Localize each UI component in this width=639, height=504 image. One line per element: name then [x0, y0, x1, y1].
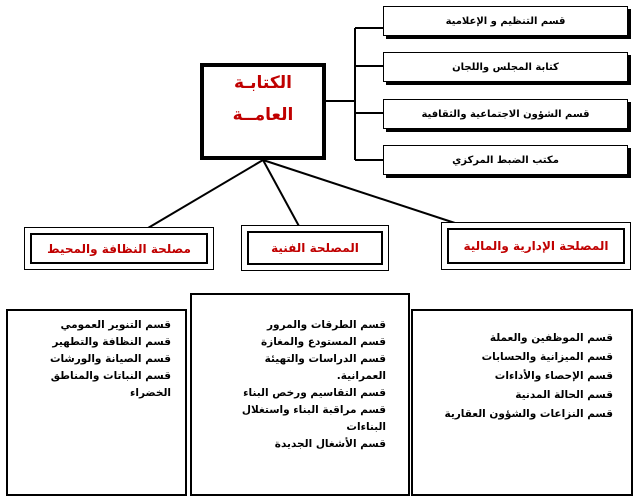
list-item: قسم النباتات والمناطق الخضراء	[50, 370, 171, 399]
side-unit-label: قسم التنظيم و الإعلامية	[445, 15, 566, 27]
list-item: قسم الميزانية والحسابات	[481, 351, 613, 363]
list-item: قسم الإحصاء والأداءات	[494, 370, 613, 382]
dept-items-admin: قسم الموظفين والعملة قسم الميزانية والحس…	[411, 309, 633, 496]
list-item: قسم الصيانة والورشات	[49, 353, 171, 365]
side-unit-social: قسم الشؤون الاجتماعية والثقافية	[383, 99, 628, 129]
list-item: قسم التنوير العمومي	[60, 319, 172, 331]
side-unit-organization: قسم التنظيم و الإعلامية	[383, 6, 628, 36]
dept-header-admin: المصلحة الإدارية والمالية	[441, 222, 631, 270]
list-item: قسم النظافة والتطهير	[52, 336, 171, 348]
list-item: قسم الموظفين والعملة	[489, 332, 613, 344]
list-item: قسم الطرقات والمرور	[267, 319, 386, 331]
list-item: قسم التقاسيم ورخص البناء	[243, 387, 386, 399]
side-unit-registry: مكتب الضبط المركزي	[383, 145, 628, 175]
list-item: قسم الأشغال الجديدة	[274, 438, 386, 450]
connector-dept-cleanliness	[147, 159, 264, 229]
dept-header-cleanliness: مصلحة النظافة والمحيط	[24, 227, 214, 270]
side-unit-label: مكتب الضبط المركزي	[452, 154, 559, 166]
dept-header-technical: المصلحة الفنية	[241, 225, 389, 271]
list-item: قسم المستودع والمغازة	[260, 336, 386, 348]
dept-title-admin: المصلحة الإدارية والمالية	[463, 239, 609, 253]
central-title-line2: العامــة	[232, 105, 294, 125]
side-unit-council: كتابة المجلس واللجان	[383, 52, 628, 82]
dept-title-technical: المصلحة الفنية	[271, 241, 359, 255]
list-item: قسم الحالة المدنية	[515, 389, 613, 401]
dept-title-cleanliness: مصلحة النظافة والمحيط	[47, 241, 191, 256]
list-item: قسم الدراسات والتهيئة العمرانية.	[264, 353, 386, 382]
list-item: قسم النزاعات والشؤون العقارية	[444, 408, 613, 420]
side-unit-label: قسم الشؤون الاجتماعية والثقافية	[421, 108, 590, 120]
central-title-line1: الكتابـة	[234, 73, 292, 93]
side-unit-label: كتابة المجلس واللجان	[452, 61, 559, 73]
dept-items-cleanliness: قسم التنوير العمومي قسم النظافة والتطهير…	[6, 309, 187, 496]
central-box: الكتابـة العامــة	[200, 63, 326, 160]
connector-dept-admin	[262, 159, 459, 225]
list-item: قسم مراقبة البناء واستغلال البناءات	[241, 404, 386, 433]
dept-items-technical: قسم الطرقات والمرور قسم المستودع والمغاز…	[190, 293, 410, 496]
connector-dept-technical	[262, 159, 301, 229]
